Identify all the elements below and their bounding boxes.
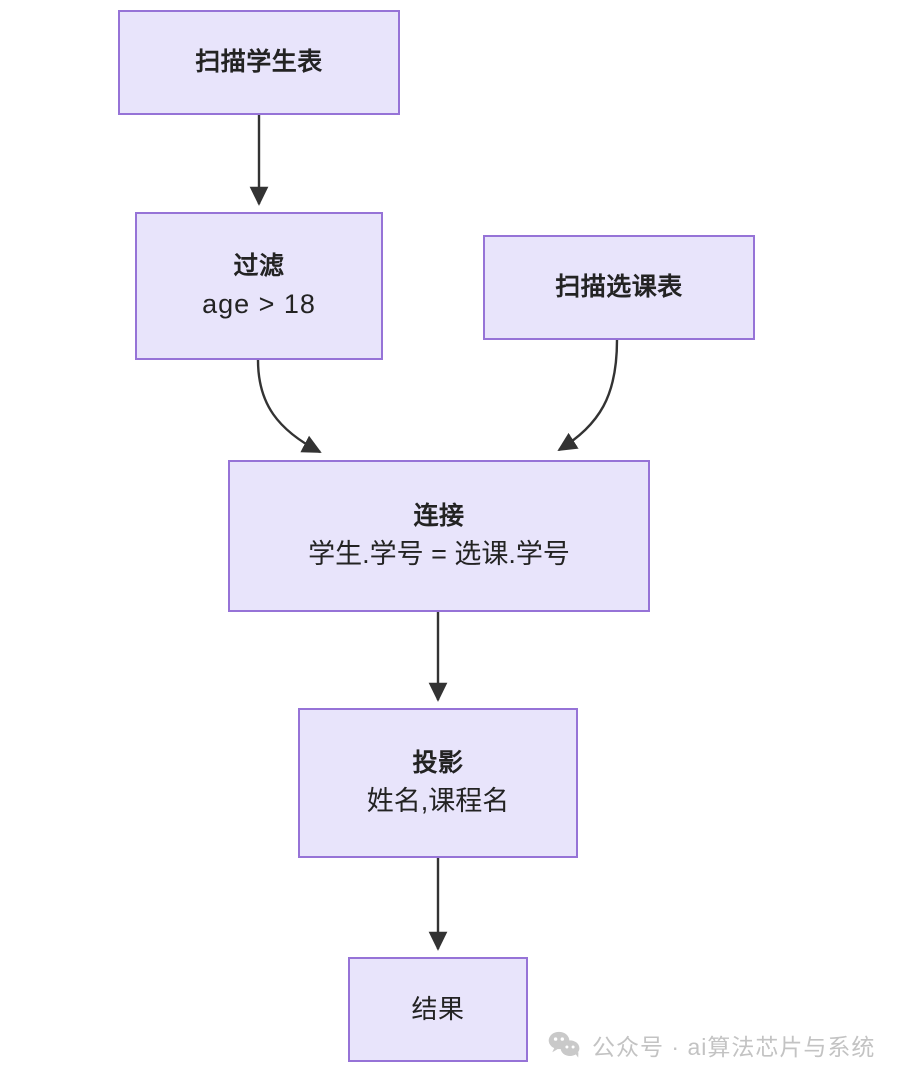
edge-filter-to-join	[256, 359, 322, 454]
node-result-title: 结果	[411, 994, 465, 1025]
node-join-detail: 学生.学号 = 选课.学号	[308, 538, 570, 569]
node-scan-student-title: 扫描学生表	[195, 47, 323, 76]
node-join[interactable]: 连接 学生.学号 = 选课.学号	[228, 460, 650, 612]
node-filter-title: 过滤	[233, 251, 285, 280]
node-scan-student[interactable]: 扫描学生表	[118, 10, 400, 115]
watermark: 公众号 · ai算法芯片与系统	[548, 1028, 875, 1062]
node-project-title: 投影	[412, 748, 464, 777]
node-join-title: 连接	[413, 501, 465, 530]
wechat-icon	[548, 1031, 580, 1058]
node-result[interactable]: 结果	[348, 957, 528, 1062]
edge-scan-course-to-join	[557, 339, 619, 452]
watermark-text: 公众号 · ai算法芯片与系统	[592, 1034, 876, 1060]
node-scan-course[interactable]: 扫描选课表	[483, 235, 755, 340]
node-project-detail: 姓名,课程名	[366, 785, 510, 816]
node-filter-detail: age > 18	[202, 288, 316, 319]
node-project[interactable]: 投影 姓名,课程名	[298, 708, 578, 858]
node-filter[interactable]: 过滤 age > 18	[135, 212, 383, 360]
node-scan-course-title: 扫描选课表	[555, 272, 683, 301]
